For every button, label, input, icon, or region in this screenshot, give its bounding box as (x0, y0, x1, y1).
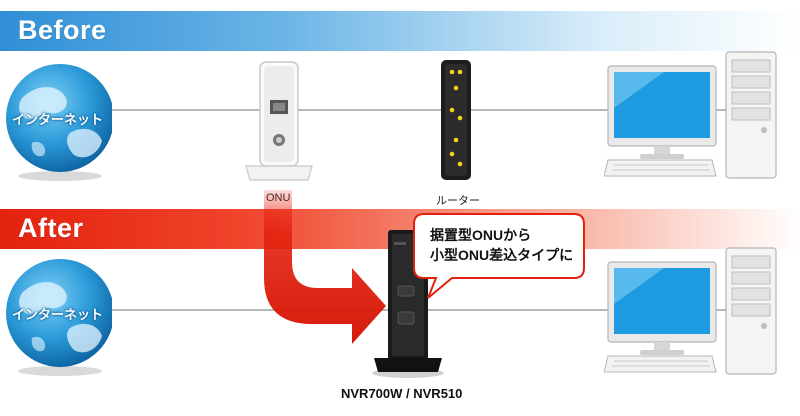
callout-line-1: 据置型ONUから (430, 227, 532, 243)
after-banner-label: After (18, 213, 84, 243)
nvr-model-label: NVR700W / NVR510 (341, 386, 463, 401)
speech-bubble-icon (413, 213, 585, 299)
before-internet-globe (2, 63, 114, 183)
after-pc (603, 244, 784, 379)
globe-icon (6, 259, 114, 376)
onu-label: ONU (266, 192, 291, 204)
router-icon (441, 60, 471, 180)
callout-line-2: 小型ONU差込タイプに (430, 247, 574, 263)
onu-device (244, 60, 314, 185)
onu-icon (245, 61, 313, 181)
after-internet-globe (2, 258, 114, 378)
before-pc (603, 48, 784, 183)
router-label: ルーター (436, 195, 480, 207)
before-banner: Before (0, 11, 800, 51)
before-connection-line (60, 109, 740, 111)
after-internet-label: インターネット (12, 307, 104, 322)
callout-bubble (412, 212, 588, 302)
before-banner-label: Before (18, 15, 107, 45)
router-device (437, 58, 475, 183)
before-internet-label: インターネット (12, 112, 104, 127)
desktop-computer-icon (603, 51, 777, 179)
globe-icon (6, 64, 114, 181)
desktop-computer-icon (603, 247, 777, 375)
